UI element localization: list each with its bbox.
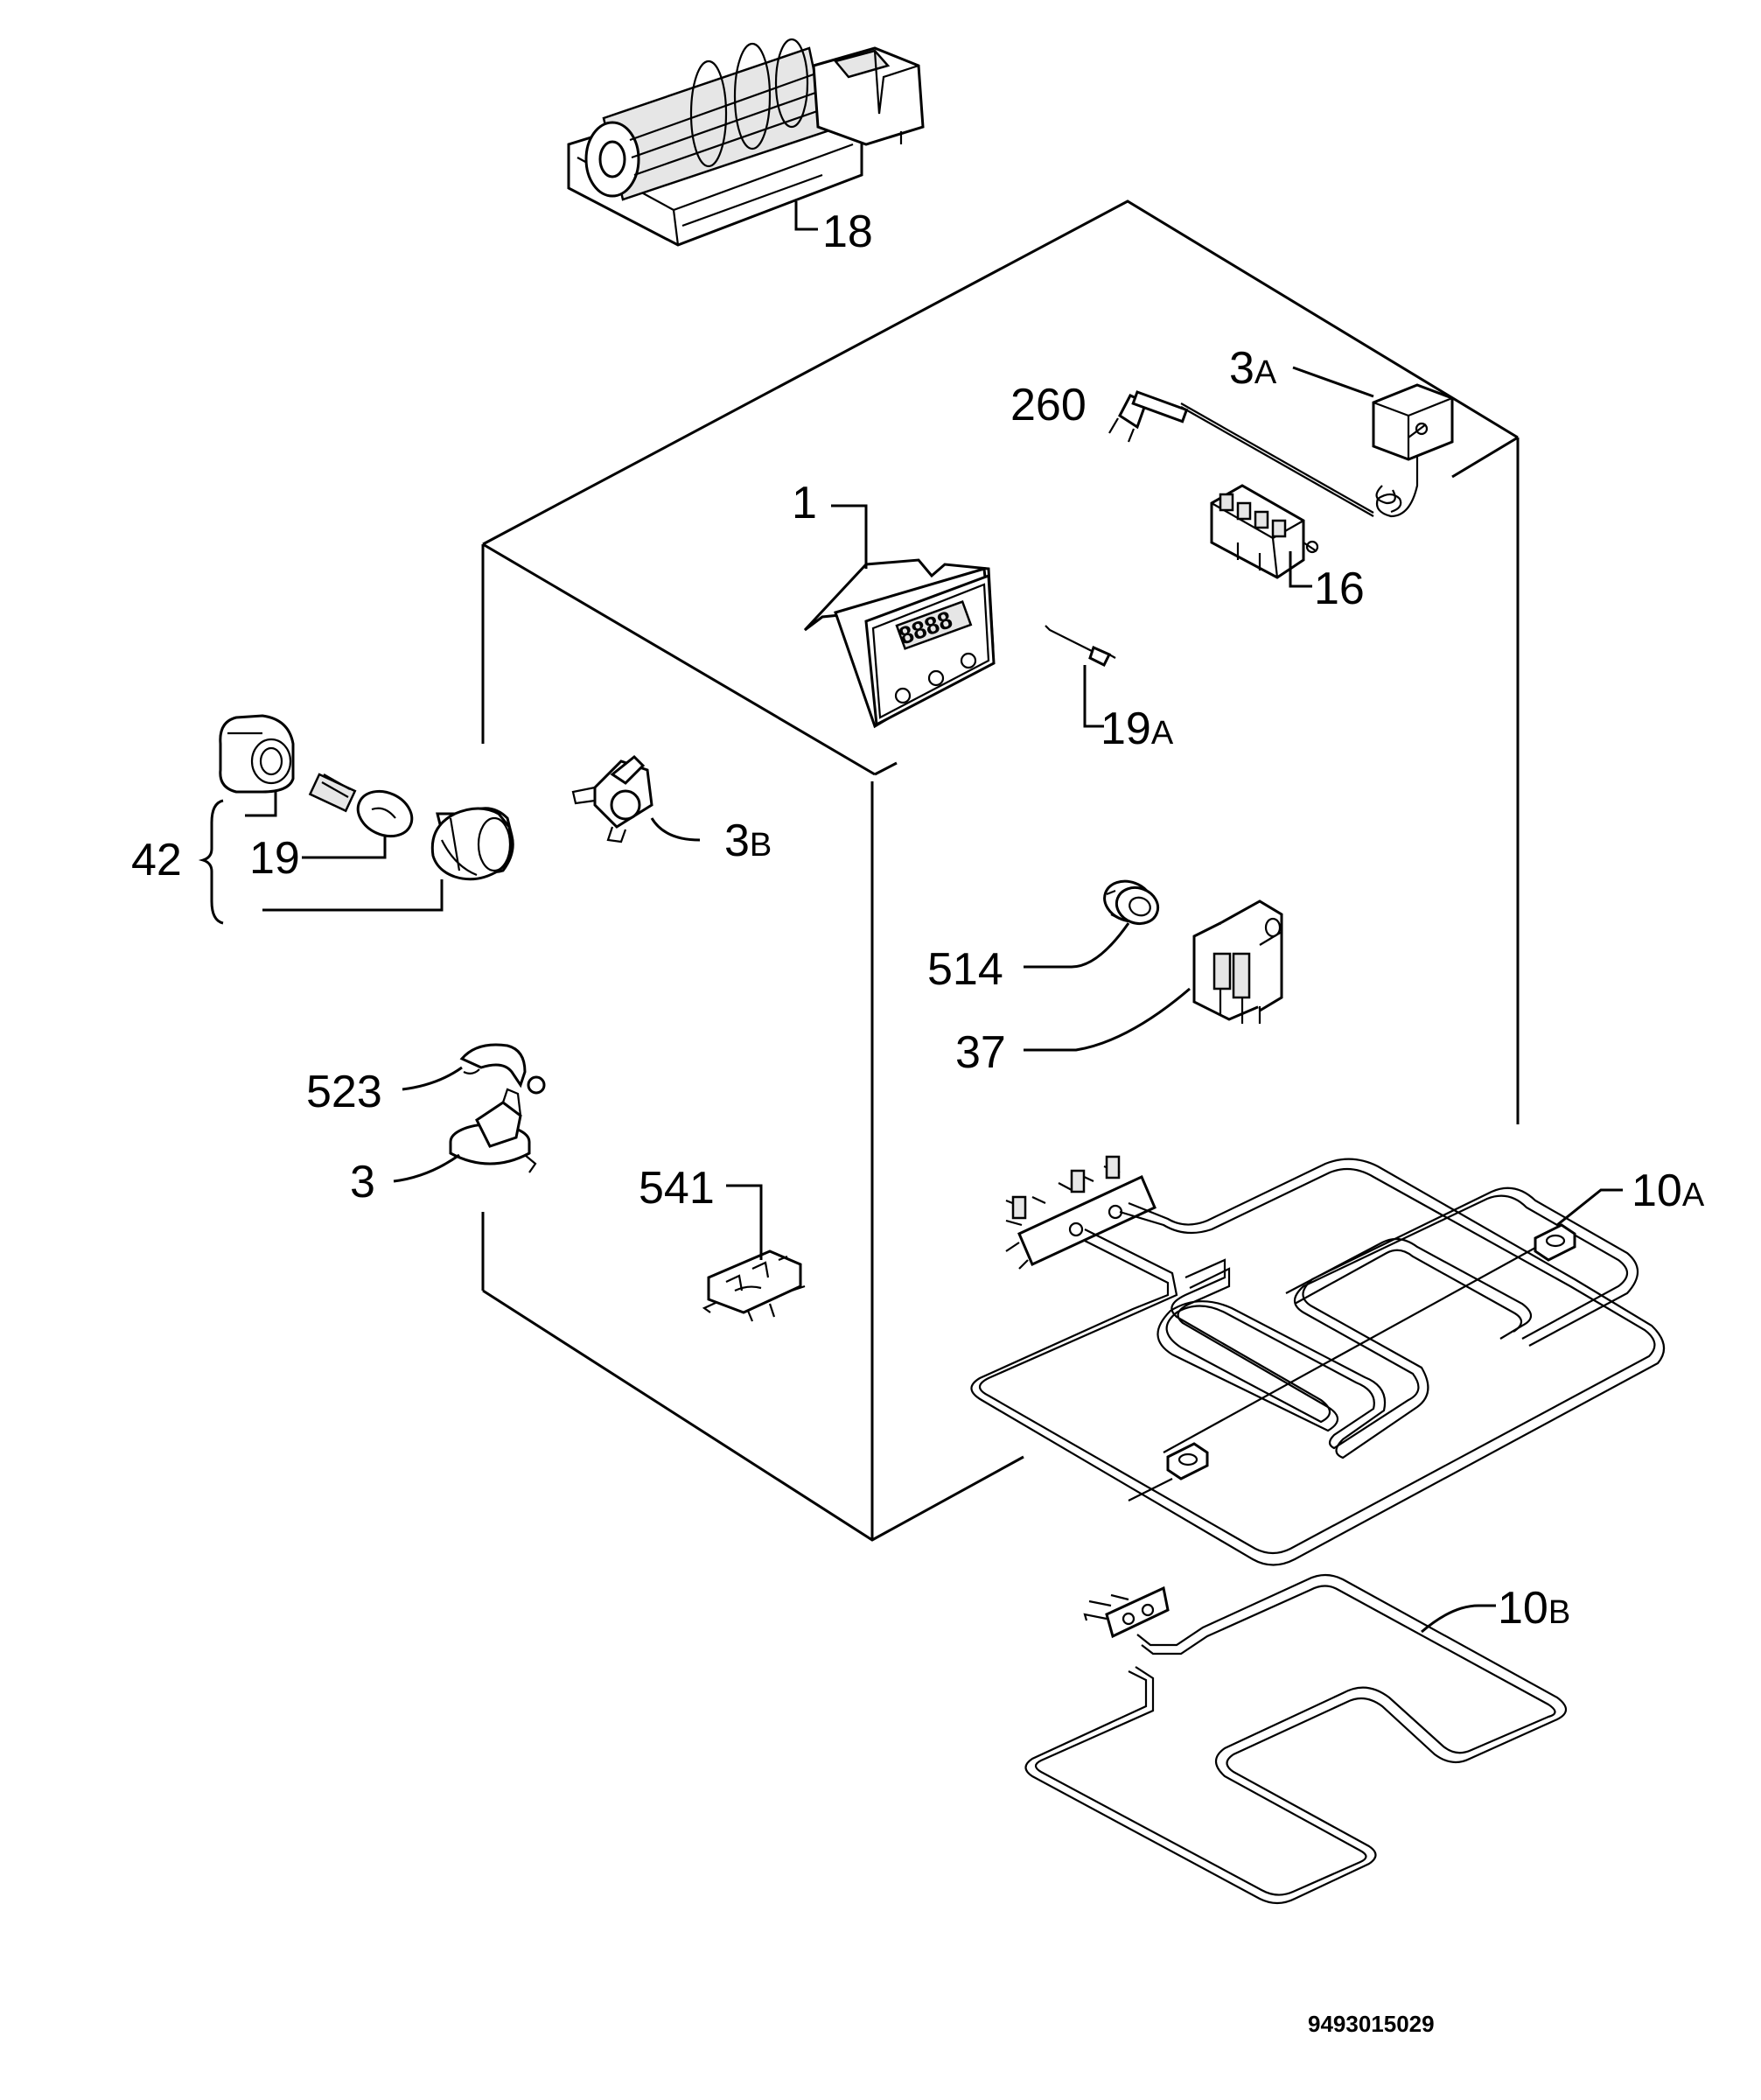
label-260: 260: [1010, 380, 1087, 430]
drawing-code: 9493015029: [1308, 2011, 1435, 2037]
leader-3: [393, 1153, 460, 1183]
leader-523: [402, 1066, 463, 1091]
electronic-timer-display[interactable]: 8888: [803, 558, 996, 729]
oven-cabinet-outline: [481, 200, 1520, 1542]
leader-42-cover: [262, 879, 444, 912]
label-19a: 19A: [1101, 704, 1174, 754]
label-19: 19: [249, 833, 300, 884]
label-3a: 3A: [1229, 343, 1277, 394]
leader-37: [1024, 987, 1191, 1052]
lamp-bulb-19[interactable]: [308, 773, 419, 844]
label-541: 541: [639, 1163, 715, 1214]
leader-19a: [1083, 665, 1104, 728]
door-switch-37[interactable]: [1192, 900, 1283, 1024]
label-10b: 10B: [1498, 1583, 1570, 1634]
leader-3a: [1292, 366, 1374, 398]
leader-514: [1024, 922, 1130, 969]
lamp-holder[interactable]: [219, 714, 295, 794]
leader-1: [831, 504, 868, 569]
leader-3b: [650, 817, 701, 842]
label-3: 3: [350, 1157, 375, 1208]
leader-19: [302, 836, 387, 859]
leader-16: [1289, 551, 1312, 588]
leader-541: [726, 1184, 763, 1260]
grill-heating-element-10a[interactable]: [970, 1155, 1666, 1566]
lamp-cover-glass[interactable]: [430, 807, 514, 881]
leader-10b: [1421, 1604, 1496, 1634]
selector-switch-16[interactable]: [1210, 484, 1319, 579]
label-3b: 3B: [724, 816, 772, 866]
fan-motor-assembly[interactable]: [567, 38, 925, 247]
safety-thermostat-3b[interactable]: [571, 754, 653, 844]
label-10a: 10A: [1632, 1166, 1705, 1216]
terminal-block-541[interactable]: [702, 1250, 806, 1322]
cable-clip-523[interactable]: [459, 1043, 546, 1095]
lamp-19a[interactable]: [1045, 625, 1116, 668]
label-1: 1: [792, 478, 817, 528]
label-42: 42: [131, 835, 182, 886]
label-37: 37: [955, 1027, 1006, 1078]
bottom-heating-element-10b[interactable]: [1024, 1573, 1568, 1905]
label-514: 514: [927, 944, 1003, 995]
label-18: 18: [822, 206, 873, 257]
grommet-514[interactable]: [1099, 875, 1163, 929]
cutout-thermostat-3[interactable]: [449, 1088, 537, 1173]
leader-42-holder: [245, 792, 277, 817]
group-bracket-42: [198, 799, 224, 925]
temperature-probe-260[interactable]: [1108, 390, 1189, 443]
leader-10a: [1556, 1188, 1623, 1227]
thermostat-3a[interactable]: [1180, 383, 1454, 518]
label-523: 523: [306, 1067, 382, 1117]
leader-18: [794, 201, 818, 231]
label-16: 16: [1314, 564, 1365, 614]
